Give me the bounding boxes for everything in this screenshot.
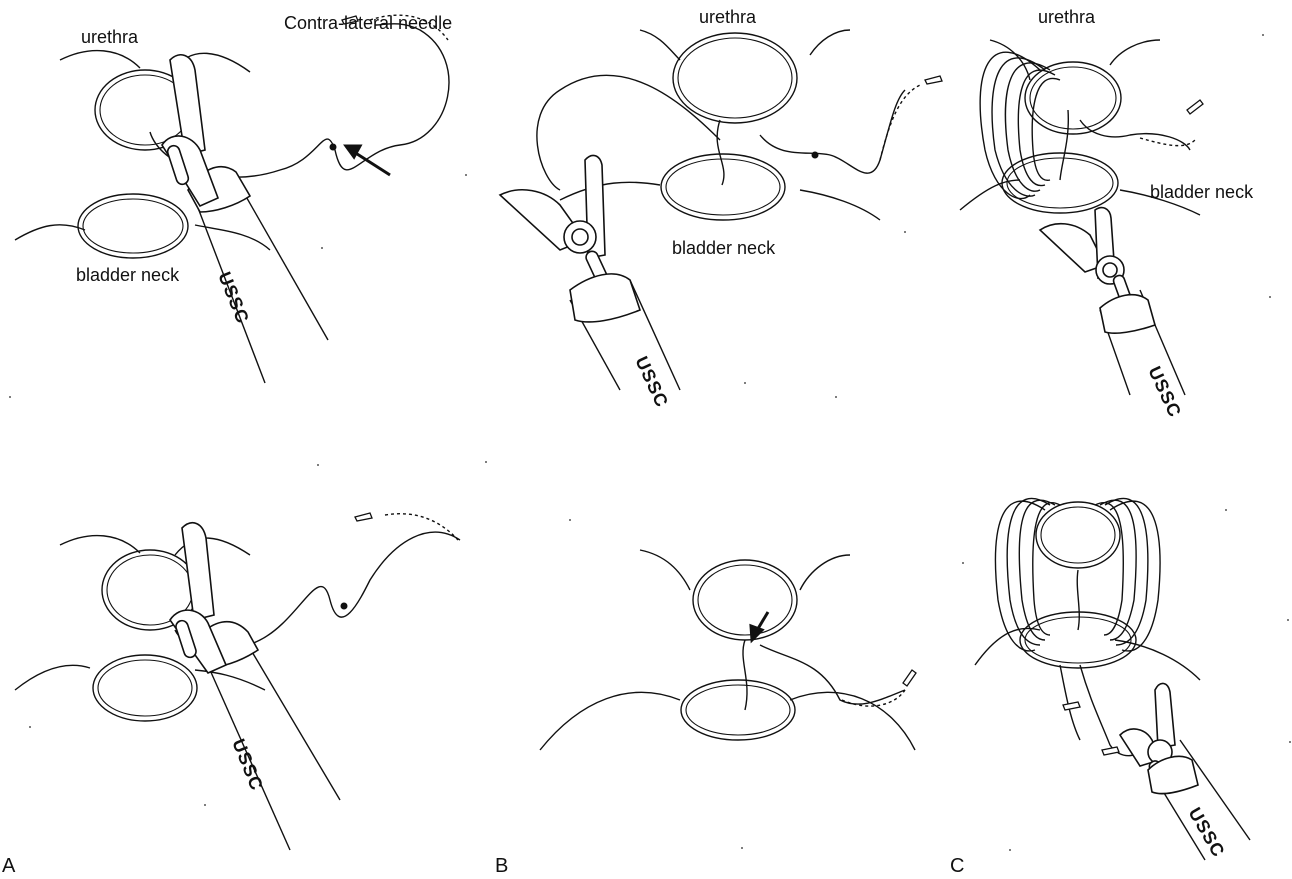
arrow-icon <box>751 612 768 640</box>
needle-driver-instrument: USSC <box>170 523 340 850</box>
bladder-tissue-line <box>540 692 915 750</box>
panel-a-bottom: USSC <box>15 513 460 850</box>
brand-label: USSC <box>1144 363 1185 420</box>
needle-icon <box>903 670 916 686</box>
bladder-tissue-line <box>560 182 880 220</box>
knot-icon <box>330 144 336 150</box>
bladder-tissue-line <box>15 665 265 690</box>
brand-label: USSC <box>214 269 253 327</box>
panel-letter-a: A <box>2 855 16 877</box>
bladder-neck-ring <box>1002 153 1118 213</box>
suture-strand-left <box>537 75 720 190</box>
suture-dashed <box>385 514 458 540</box>
urethra-tissue-line <box>640 550 850 590</box>
urethra-label: urethra <box>81 27 139 47</box>
needle-icon <box>925 76 942 84</box>
panel-letter-c: C <box>950 855 964 877</box>
urethra-tissue-line <box>640 30 850 60</box>
urethra-label: urethra <box>699 7 757 27</box>
panel-letter-b: B <box>495 855 508 877</box>
brand-label: USSC <box>1185 804 1229 861</box>
bladder-neck-ring <box>93 655 197 721</box>
panel-c-top: USSC urethra bladder neck <box>960 7 1254 421</box>
urethra-tissue-line <box>60 51 250 72</box>
suture-dashed <box>1140 138 1195 146</box>
needle-icon <box>355 513 372 521</box>
bladder-neck-label: bladder neck <box>1150 182 1254 202</box>
suture-strand-right <box>760 645 905 704</box>
brand-label: USSC <box>631 353 672 410</box>
urethra-label: urethra <box>1038 7 1096 27</box>
urethra-tissue-line <box>990 40 1160 80</box>
panel-a-top: USSC urethra Contra-lateral needle bladd… <box>15 13 452 383</box>
panel-b-top: USSC urethra bladder neck <box>500 7 942 411</box>
urethra-ring <box>693 560 797 640</box>
urethra-ring <box>673 33 797 123</box>
bladder-neck-label: bladder neck <box>672 238 776 258</box>
panel-c-bottom: USSC <box>975 498 1250 860</box>
brand-label: USSC <box>228 736 267 794</box>
bladder-neck-ring <box>78 194 188 258</box>
bladder-neck-label: bladder neck <box>76 265 180 285</box>
bladder-tissue-line <box>975 628 1200 680</box>
urethra-ring <box>1036 502 1120 568</box>
knot-icon <box>341 603 347 609</box>
panel-b-bottom <box>540 550 916 750</box>
needle-driver-instrument: USSC <box>1120 683 1250 860</box>
suture-strand-right <box>760 90 905 173</box>
suture-strand <box>743 640 747 710</box>
needle-driver-instrument: USSC <box>500 155 680 410</box>
urethra-tissue-line <box>60 536 250 555</box>
suture-loops <box>995 498 1160 755</box>
contralateral-needle-label: Contra-lateral needle <box>284 13 452 33</box>
needle-icon <box>1102 747 1119 755</box>
needle-icon <box>1187 100 1203 114</box>
knot-icon <box>812 152 818 158</box>
urethra-ring <box>1025 62 1121 134</box>
suture-strand <box>717 120 724 185</box>
needle-driver-instrument: USSC <box>1040 208 1185 421</box>
suture-loops <box>980 52 1190 198</box>
bladder-tissue-line <box>15 225 270 250</box>
bladder-neck-ring <box>681 680 795 740</box>
needle-icon <box>1063 702 1080 710</box>
